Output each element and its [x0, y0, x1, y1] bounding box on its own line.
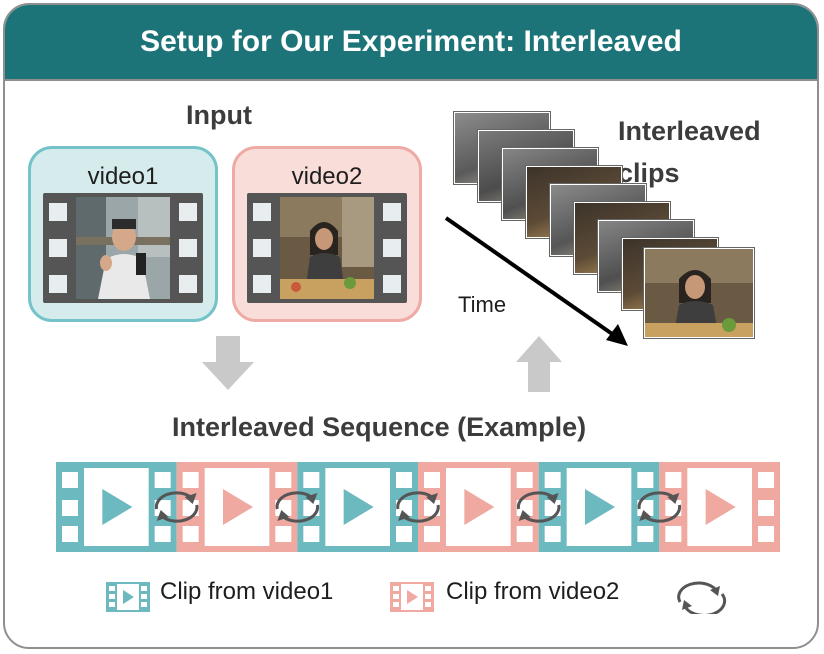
switch-arrow-icon — [396, 491, 440, 523]
up-arrow-icon — [516, 336, 562, 392]
sequence-clip-video2 — [418, 462, 539, 552]
down-arrow-icon — [202, 336, 254, 390]
video1-thumbnail — [76, 197, 170, 299]
play-icon — [705, 489, 736, 525]
sequence-label: Interleaved Sequence (Example) — [172, 412, 587, 442]
play-icon — [585, 489, 615, 525]
latest-clip-thumbnail — [644, 248, 754, 338]
video1-clip-legend-icon — [106, 582, 150, 612]
video2-clip-legend-icon — [390, 582, 434, 612]
video1-legend-label: Clip from video1 — [160, 578, 334, 605]
switch-cycle-icon — [677, 581, 727, 614]
sequence-clip-video1 — [538, 462, 660, 552]
interleaved-sequence-strip — [56, 462, 780, 552]
input-label: Input — [186, 100, 252, 130]
video2-thumbnail — [280, 197, 374, 299]
switch-arrow-icon — [637, 491, 682, 523]
video1-box: video1 — [28, 146, 218, 322]
sequence-clip-video1 — [56, 462, 177, 552]
switch-arrow-icon — [154, 491, 199, 523]
switch-arrow-icon — [516, 491, 561, 523]
video2-film-reel — [247, 193, 407, 303]
video1-title: video1 — [87, 163, 159, 190]
sequence-clip-video1 — [297, 462, 418, 552]
play-icon — [223, 489, 253, 525]
video2-legend-label: Clip from video2 — [446, 578, 620, 605]
play-icon — [102, 489, 133, 525]
switch-arrow-icon — [275, 491, 320, 523]
page-title: Setup for Our Experiment: Interleaved — [5, 5, 817, 81]
play-icon — [464, 489, 495, 525]
video2-title: video2 — [291, 163, 363, 190]
time-arrow-icon — [444, 216, 628, 346]
video2-box: video2 — [232, 146, 422, 322]
time-label: Time — [458, 292, 507, 317]
play-icon — [343, 489, 374, 525]
sequence-clip-video2 — [659, 462, 780, 552]
interleaved-clips-label: Interleaved clips — [618, 116, 761, 188]
sequence-clip-video2 — [176, 462, 298, 552]
video1-film-reel — [43, 193, 203, 303]
